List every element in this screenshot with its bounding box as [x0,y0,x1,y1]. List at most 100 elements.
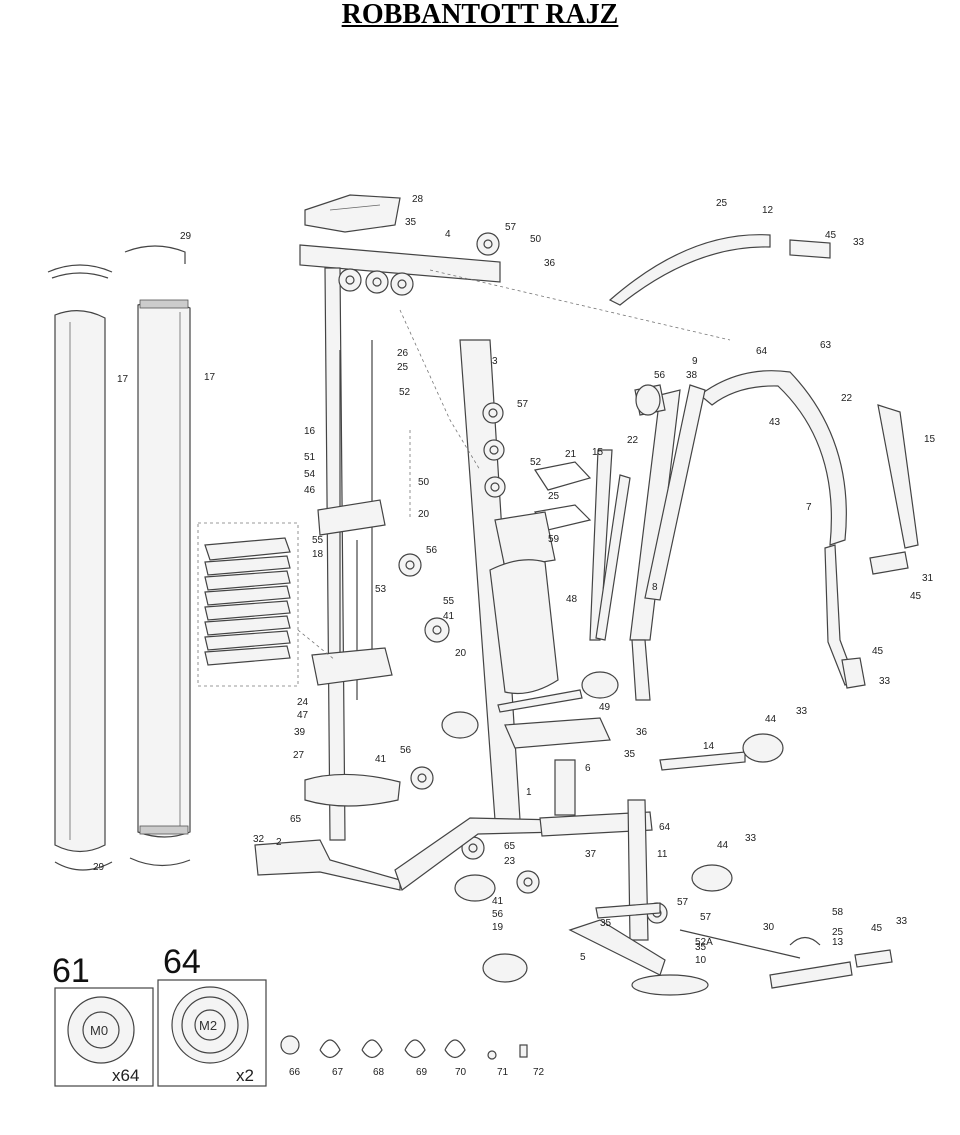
part-label: 57 [505,222,517,233]
weight-stack [197,522,336,687]
part-label: 24 [297,697,309,708]
small-hardware [280,1035,528,1060]
plate-64-number: 64 [163,943,201,981]
part-label: 19 [492,922,504,933]
part-label: 44 [765,714,777,725]
part-label: 11 [657,849,668,860]
part-label: 57 [700,912,712,923]
plate-64-quantity: x2 [236,1066,254,1085]
part-label: 33 [879,676,891,687]
part-label: 3 [492,356,498,367]
page-title: ROBBANTOTT RAJZ [341,0,619,30]
part-label: 67 [332,1067,344,1078]
part-label: 25 [832,927,844,938]
part-label: 56 [654,370,666,381]
part-label: 9 [692,356,698,367]
part-label: 64 [659,822,671,833]
part-label: 25 [548,491,560,502]
part-label: 18 [312,549,324,560]
part-label: 31 [922,573,934,584]
part-label: 35 [405,217,417,228]
plate-64-label: M2 [199,1018,217,1033]
part-label: 41 [492,896,504,907]
part-label: 56 [426,545,438,556]
part-label: 13 [832,937,844,948]
part-label: 25 [397,362,409,373]
part-label: 2 [276,837,282,848]
part-label: 41 [443,611,455,622]
part-label: 22 [841,393,853,404]
part-label: 35 [600,918,612,929]
part-label: 36 [636,727,648,738]
part-label: 20 [418,509,430,520]
part-label: 68 [373,1067,385,1078]
part-label: 33 [896,916,908,927]
part-label: 58 [832,907,844,918]
part-label: 45 [871,923,883,934]
part-label: 69 [416,1067,428,1078]
part-label: 65 [504,841,516,852]
part-label: 70 [455,1067,467,1078]
part-label: 47 [297,710,309,721]
part-label: 22 [627,435,639,446]
seat-pads [441,511,893,989]
part-label: 41 [375,754,387,765]
plate-legend: 61 M0 x64 64 M2 x2 [52,943,267,1087]
part-label: 23 [504,856,516,867]
part-label: 6 [585,763,591,774]
part-label: 16 [304,426,316,437]
main-frame [254,194,731,996]
part-label: 39 [294,727,306,738]
part-label: 52 [399,387,411,398]
part-label: 46 [304,485,316,496]
part-label: 32 [253,834,265,845]
part-label: 54 [304,469,316,480]
part-label: 56 [400,745,412,756]
part-label: 35 [624,749,636,760]
part-label: 44 [717,840,729,851]
part-label: 35 [695,942,707,953]
part-label: 56 [492,909,504,920]
part-label: 17 [204,372,216,383]
part-label: 48 [566,594,578,605]
part-label: 36 [544,258,556,269]
part-label: 15 [592,447,604,458]
part-label: 57 [677,897,689,908]
cover-panels [47,245,191,871]
part-label: 4 [445,229,451,240]
part-label: 17 [117,374,129,385]
part-label: 30 [763,922,775,933]
part-label: 63 [820,340,832,351]
plate-61-box [54,987,154,1087]
part-label: 10 [695,955,707,966]
part-label: 52A [695,937,713,948]
part-label: 12 [762,205,774,216]
part-label: 25 [716,198,728,209]
plate-61-quantity: x64 [112,1066,139,1085]
part-label: 50 [418,477,430,488]
part-label: 27 [293,750,305,761]
part-label: 37 [585,849,597,860]
part-label: 65 [290,814,302,825]
part-label: 49 [599,702,611,713]
part-label: 43 [769,417,781,428]
part-label: 26 [397,348,409,359]
part-label: 59 [548,534,560,545]
part-label: 55 [312,535,324,546]
part-label: 15 [924,434,936,445]
part-label: 14 [703,741,715,752]
part-label: 1 [526,787,532,798]
part-label: 8 [652,582,658,593]
part-label: 51 [304,452,316,463]
part-label: 71 [497,1067,509,1078]
press-arms [533,234,919,701]
part-label: 33 [745,833,757,844]
part-label: 45 [825,230,837,241]
part-label: 28 [412,194,424,205]
part-label: 33 [853,237,865,248]
part-label: 7 [806,502,812,513]
part-label: 5 [580,952,586,963]
part-label: 21 [565,449,577,460]
